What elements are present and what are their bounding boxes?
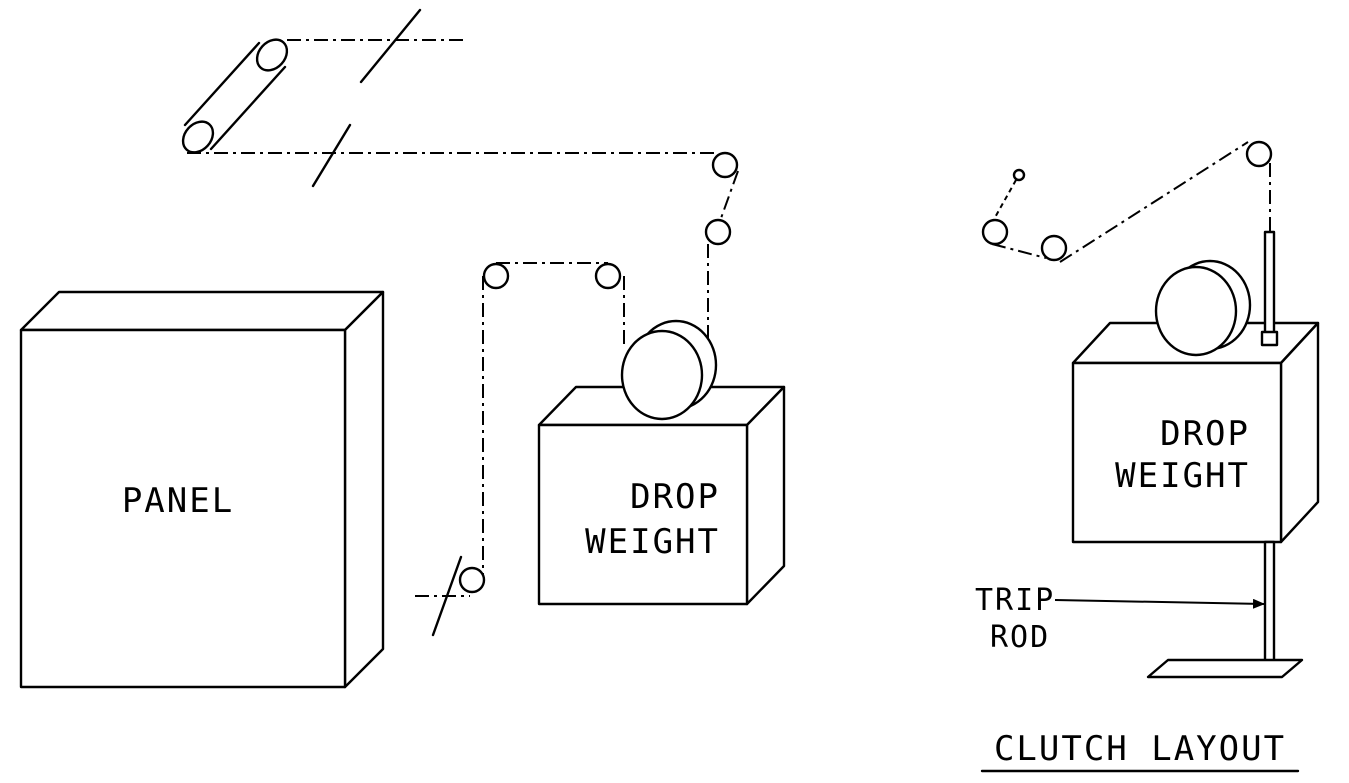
trip-rod-leader-arrow xyxy=(1054,598,1265,609)
panel-box xyxy=(19,290,385,689)
idler-roller xyxy=(458,566,486,594)
idler-roller xyxy=(482,262,510,290)
panel-label: PANEL xyxy=(122,481,234,521)
trip-rod-label-line1: TRIP xyxy=(975,583,1055,618)
idler-roller xyxy=(594,262,622,290)
small-idler-roller xyxy=(1012,168,1026,182)
idler-roller xyxy=(711,151,739,179)
break-line-top xyxy=(359,8,422,84)
supply-roll xyxy=(181,38,289,154)
idler-roller xyxy=(704,218,732,246)
idler-roller xyxy=(1040,234,1068,262)
drop-weight-label-right-line2: WEIGHT xyxy=(1115,456,1250,496)
drop-weight-label-left-line1: DROP xyxy=(630,477,720,517)
idler-roller xyxy=(1245,140,1273,168)
drop-weight-label-right-line1: DROP xyxy=(1160,414,1250,454)
drop-weight-label-left-line2: WEIGHT xyxy=(585,522,720,562)
break-line-middle xyxy=(311,123,352,188)
clutch-drum-right xyxy=(1154,259,1252,357)
idler-roller xyxy=(981,218,1009,246)
trip-rod-label-line2: ROD xyxy=(990,620,1050,655)
web-path-left xyxy=(187,39,739,597)
trip-rod xyxy=(1146,230,1304,679)
drop-weight-box-right xyxy=(1071,321,1320,544)
drop-weight-box-left xyxy=(537,385,786,606)
web-path-right xyxy=(991,141,1271,263)
diagram-caption: CLUTCH LAYOUT xyxy=(994,729,1286,769)
clutch-drum-left xyxy=(620,319,718,421)
